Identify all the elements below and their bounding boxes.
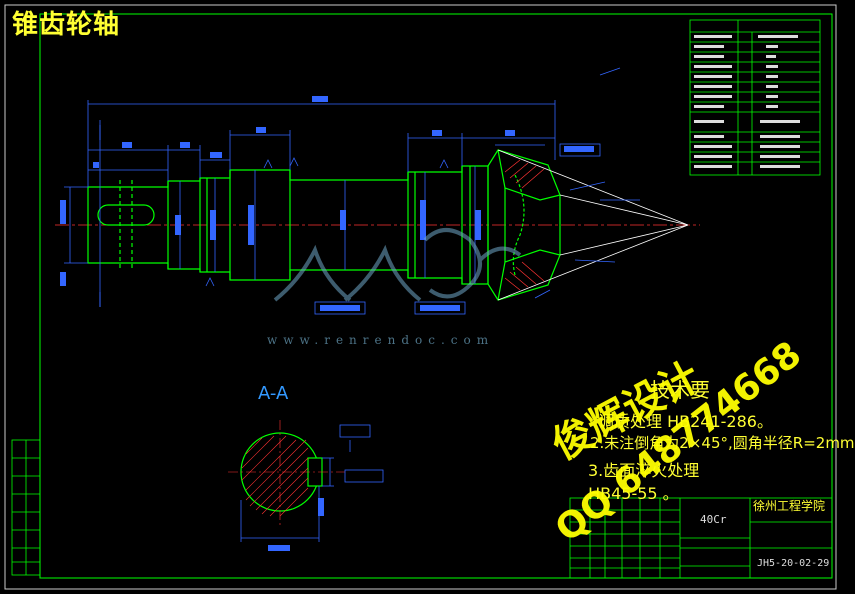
gear-table-cell-text xyxy=(694,35,800,168)
tech-requirement-2: 2.未注倒角为2×45°,圆角半径R=2mm xyxy=(590,434,855,452)
dimension-lines xyxy=(64,67,640,300)
binding-strip xyxy=(11,439,41,576)
section-a-a xyxy=(228,420,384,551)
tech-requirement-3: 3.齿面淬火处理 xyxy=(588,461,700,480)
material-label: 40Cr xyxy=(700,513,727,526)
dimension-text-marks xyxy=(60,96,594,311)
gear-parameter-table xyxy=(689,19,821,176)
school-name: 徐州工程学院 xyxy=(753,499,826,513)
inner-frame xyxy=(39,13,833,579)
pitch-cone-lines xyxy=(497,149,689,301)
outer-frame xyxy=(4,4,837,590)
watermark-logo xyxy=(273,228,522,302)
gear-tooth-hatch xyxy=(504,159,545,291)
drawing-number: JH5-20-02-29 xyxy=(757,558,830,569)
tech-requirement-1: 调质处理 HB241-286。 xyxy=(598,412,773,431)
section-label: A-A xyxy=(258,383,289,404)
watermark-site-url: www.renrendoc.com xyxy=(267,333,495,347)
tech-requirements-heading: 技术要 xyxy=(650,378,710,402)
drawing-title: 锥齿轮轴 xyxy=(12,10,121,40)
title-block xyxy=(569,497,833,579)
tech-requirement-4: ,HB45-55 。 xyxy=(583,484,679,503)
surface-finish-marks xyxy=(205,143,601,315)
